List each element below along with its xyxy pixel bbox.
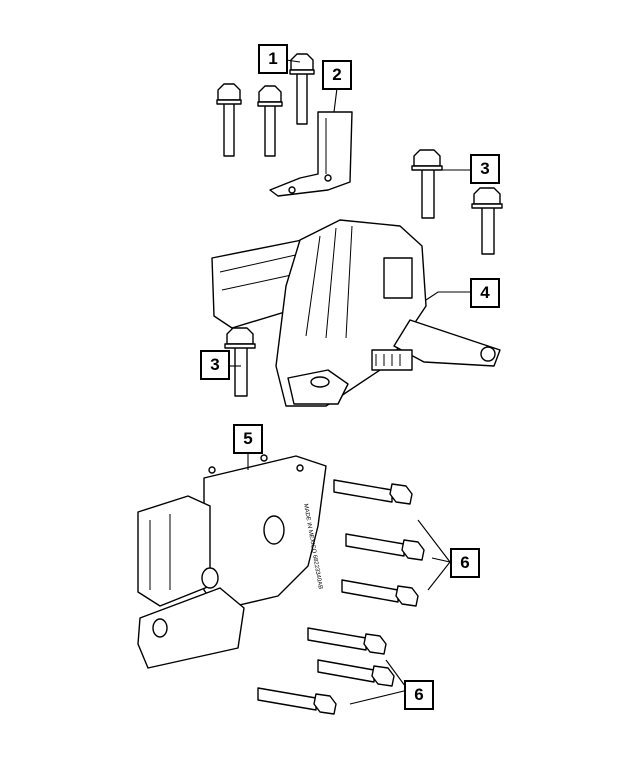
bolt-right-upper-2[interactable] [471,187,503,255]
bolt-top-middle[interactable] [257,85,283,157]
bracket-item-2[interactable] [269,111,353,197]
callout-4: 4 [470,278,500,308]
callout-5: 5 [233,424,263,454]
bolt-long-6[interactable] [257,687,337,715]
bolt-right-upper-1[interactable] [411,149,443,219]
callout-1: 1 [258,44,288,74]
bolt-left-lower[interactable] [224,327,256,397]
callout-6-upper: 6 [450,548,480,578]
callout-3-upper: 3 [470,154,500,184]
bolt-long-2[interactable] [345,533,425,561]
bracket-item-5[interactable]: MADE IN MEXICO 68223340AB [137,454,327,669]
bolt-top-right[interactable] [289,53,315,125]
callout-6-lower: 6 [404,680,434,710]
callout-2: 2 [322,60,352,90]
bolt-long-1[interactable] [333,479,413,505]
bolt-long-4[interactable] [307,627,387,655]
engine-mount-item-4[interactable] [211,219,501,407]
bolt-top-left[interactable] [216,83,242,157]
bolt-long-5[interactable] [317,659,395,687]
bolt-long-3[interactable] [341,579,419,607]
callout-3-lower: 3 [200,350,230,380]
